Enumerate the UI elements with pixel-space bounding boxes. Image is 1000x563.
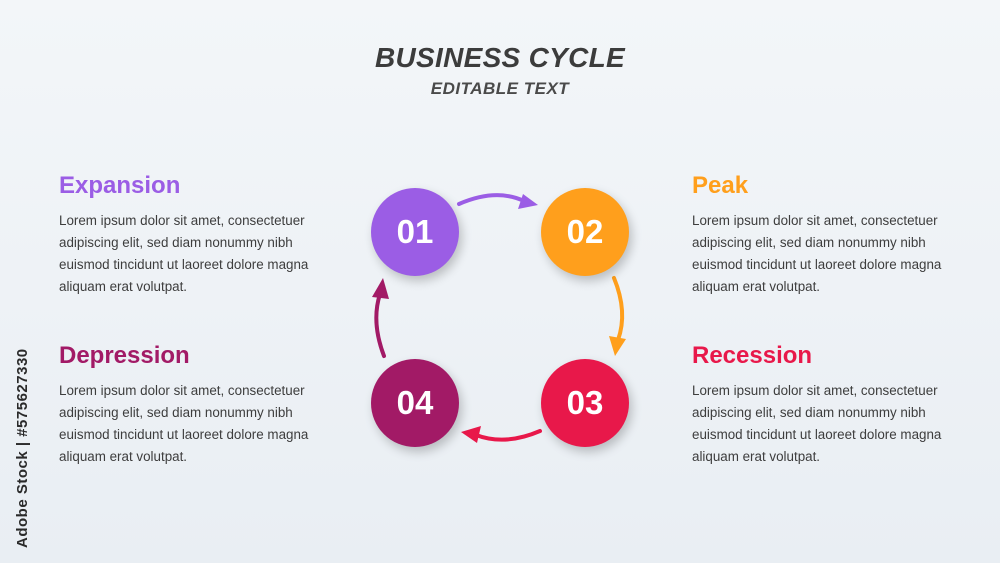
stage-title-recession: Recession	[692, 342, 813, 369]
stage-title-peak: Peak	[692, 172, 749, 199]
stage-circle-01: 01	[371, 188, 459, 276]
arrow-recession-to-depression	[461, 426, 542, 443]
arrow-peak-to-recession	[609, 276, 626, 356]
page-title: BUSINESS CYCLE	[374, 42, 626, 73]
stage-number-01: 01	[396, 213, 434, 250]
stage-number-04: 04	[396, 384, 434, 421]
stage-number-03: 03	[566, 384, 604, 421]
arrow-depression-to-expansion	[372, 278, 389, 358]
stage-title-expansion: Expansion	[59, 172, 181, 199]
stage-description-expansion: Lorem ipsum dolor sit amet, consectetuer…	[59, 213, 309, 294]
arrow-expansion-to-peak	[457, 193, 538, 209]
stage-description-peak: Lorem ipsum dolor sit amet, consectetuer…	[692, 213, 942, 294]
stock-watermark: Adobe Stock | #575627330	[14, 348, 31, 548]
stage-circle-03: 03	[541, 359, 629, 447]
page-subtitle: EDITABLE TEXT	[430, 79, 570, 98]
stage-circle-02: 02	[541, 188, 629, 276]
stage-title-depression: Depression	[59, 342, 190, 369]
stage-number-02: 02	[566, 213, 604, 250]
stage-circle-04: 04	[371, 359, 459, 447]
stage-description-recession: Lorem ipsum dolor sit amet, consectetuer…	[692, 383, 942, 464]
stage-description-depression: Lorem ipsum dolor sit amet, consectetuer…	[59, 383, 309, 464]
